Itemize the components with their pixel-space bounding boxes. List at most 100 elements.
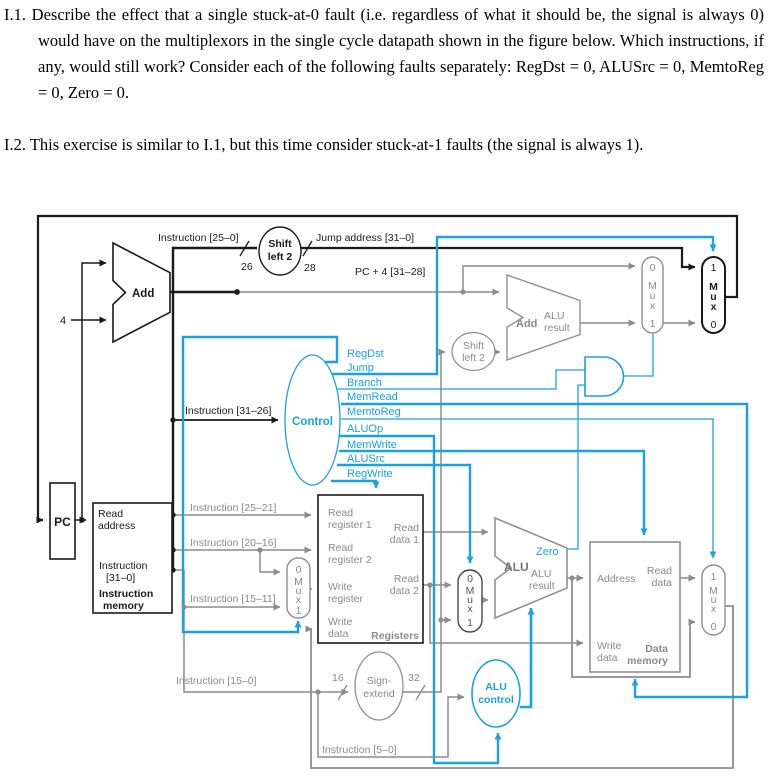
label-instr-out-2: [31–0] (106, 572, 135, 584)
wire-pc-to-add (81, 259, 107, 520)
regdst-mux-labels: 0 M u x 1 (294, 564, 303, 617)
label-memtoreg: MemtoReg (347, 406, 401, 418)
label-write-data-b: data (328, 628, 349, 640)
label-read-reg2-b: register 2 (328, 554, 372, 566)
svg-text:0: 0 (711, 319, 717, 331)
label-32: 32 (408, 672, 420, 684)
label-jump-address: Jump address [31–0] (316, 232, 414, 244)
svg-text:x: x (296, 594, 302, 606)
control-oval (284, 354, 341, 486)
shift-left2-branch-oval (451, 331, 496, 372)
wire-aluop (339, 434, 502, 765)
label-28: 28 (304, 262, 316, 274)
memtoreg-mux (701, 564, 726, 636)
svg-text:1: 1 (650, 318, 656, 330)
wire-signext-to-shift (403, 348, 446, 693)
wire-zero (567, 384, 586, 550)
label-instr-15-0: Instruction [15–0] (176, 675, 257, 687)
gray-wires (173, 262, 734, 769)
svg-text:M: M (709, 281, 718, 293)
instruction-memory-box (92, 502, 173, 614)
and-gate (584, 356, 625, 397)
label-16: 16 (332, 672, 344, 684)
label-main-aluresult-2: result (529, 580, 555, 592)
label-add: Add (132, 288, 154, 300)
exercise-1-number: I.1. (4, 5, 26, 24)
wire-pc4-to-branchmux (462, 262, 636, 292)
wire-memtoreg (341, 418, 717, 559)
label-shift-jump-2: left 2 (268, 251, 293, 263)
label-memwrite: MemWrite (347, 439, 397, 451)
label-read-reg1-a: Read (328, 507, 353, 519)
label-write-data-a: Write (328, 616, 352, 628)
label-sign-extend-2: extend (363, 688, 395, 700)
label-main-alu: ALU (504, 560, 529, 574)
wire-instruction-25-0 (171, 246, 257, 570)
svg-text:1: 1 (296, 605, 302, 617)
alu-control-oval (471, 659, 521, 728)
label-4: 4 (60, 315, 66, 327)
label-instr-5-0: Instruction [5–0] (322, 744, 397, 756)
jump-mux-labels: 1 M u x 0 (709, 262, 718, 331)
svg-text:x: x (467, 603, 473, 615)
black-wires (36, 214, 739, 570)
label-branch-aluresult-2: result (544, 322, 570, 334)
sign-extend-oval (354, 651, 404, 721)
svg-text:x: x (711, 301, 717, 313)
wire-pc-feedback (36, 214, 739, 524)
shift-left2-jump-oval (258, 226, 302, 276)
label-mem-write-a: Write (597, 640, 621, 652)
label-shift-jump-1: Shift (268, 238, 292, 250)
svg-text:1: 1 (467, 617, 473, 629)
slash-28 (302, 240, 313, 257)
wire-and-out (623, 334, 654, 377)
label-read-address-2: address (98, 520, 135, 532)
svg-text:M: M (648, 280, 657, 292)
label-read-reg1-b: register 1 (328, 519, 372, 531)
jump-mux (701, 256, 726, 334)
label-read-data1-a: Read (394, 522, 419, 534)
regdst-mux (286, 557, 311, 619)
label-regdst: RegDst (347, 348, 384, 360)
label-imem-2: memory (103, 600, 144, 612)
label-alu-control-2: control (478, 694, 514, 706)
wire-memread (341, 402, 749, 699)
svg-text:u: u (711, 594, 717, 606)
branch-add-alu (506, 274, 581, 361)
pc-add-alu (112, 241, 171, 344)
label-write-reg-b: register (328, 593, 364, 605)
diagram-labels: Instruction [25–0] Jump address [31–0] 2… (54, 232, 718, 756)
label-instr-20-16: Instruction [20–16] (190, 537, 276, 549)
label-main-aluresult-1: ALU (531, 568, 551, 580)
slash-16 (337, 684, 348, 701)
label-instr-15-11: Instruction [15–11] (190, 593, 276, 605)
svg-text:M: M (709, 585, 718, 597)
svg-text:0: 0 (296, 564, 302, 576)
label-mem-read-b: data (652, 577, 673, 589)
exercise-text-block: I.1. Describe the effect that a single s… (4, 2, 764, 184)
svg-text:x: x (711, 603, 717, 615)
svg-text:u: u (650, 290, 656, 302)
svg-text:x: x (650, 300, 656, 312)
label-registers: Registers (371, 630, 419, 642)
svg-text:0: 0 (467, 573, 473, 585)
branch-mux (641, 256, 664, 334)
data-memory-box (589, 541, 681, 673)
wire-jump (332, 235, 717, 376)
memtoreg-mux-labels: 1 M u x 0 (709, 571, 718, 633)
svg-text:0: 0 (711, 621, 717, 633)
label-branch-add: Add (516, 318, 537, 330)
label-shift-branch-2: left 2 (462, 352, 485, 364)
label-branch: Branch (347, 377, 382, 389)
label-read-data2-a: Read (394, 573, 419, 585)
svg-text:u: u (296, 585, 302, 597)
label-read-data2-b: data 2 (390, 585, 419, 597)
label-instr-25-21: Instruction [25–21] (190, 502, 276, 514)
label-aluop: ALUOp (347, 423, 383, 435)
wire-instr-20-16-mux (259, 550, 281, 576)
control-wires (181, 235, 749, 765)
label-memread: MemRead (347, 391, 398, 403)
label-read-reg2-a: Read (328, 542, 353, 554)
label-address: Address (597, 573, 636, 585)
